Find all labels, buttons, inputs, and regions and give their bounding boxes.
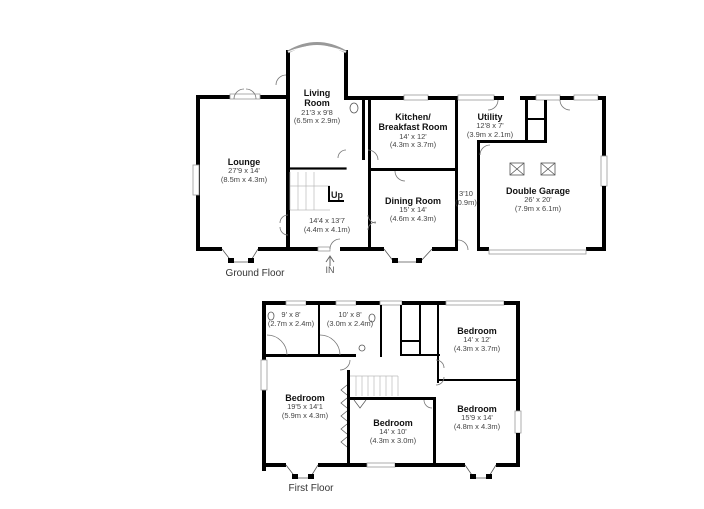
room-dimension-metric: (5.9m x 4.3m) bbox=[281, 410, 329, 420]
corridor-dimension-imperial: 3'10 bbox=[459, 189, 473, 198]
room-name: Bedroom bbox=[285, 393, 325, 403]
room-name: Utility bbox=[477, 112, 503, 122]
room-dimension-imperial: 10' x 8' bbox=[338, 310, 362, 319]
room-dimension-metric: (3.0m x 2.4m) bbox=[326, 318, 374, 328]
room-name: Bedroom bbox=[457, 404, 497, 414]
room-dimension-imperial: 9' x 8' bbox=[281, 310, 301, 319]
room-dimension-imperial: 14' x 12' bbox=[463, 335, 491, 345]
room-dimension-imperial: 14' x 10' bbox=[379, 427, 407, 437]
room-name: Living bbox=[303, 88, 331, 98]
first-floor-walls bbox=[260, 300, 522, 479]
room-name: Lounge bbox=[227, 157, 261, 167]
room-dimension-imperial: 26' x 20' bbox=[524, 195, 552, 205]
room-label-bedroom-southeast: Bedroom 15'9 x 14' (4.8m x 4.3m) bbox=[454, 404, 500, 432]
room-dimension-metric: (4.6m x 4.3m) bbox=[389, 213, 437, 223]
room-label-bathroom-1: 9' x 8' (2.7m x 2.4m) bbox=[267, 310, 315, 328]
room-dimension-imperial: 12'8 x 7' bbox=[476, 121, 504, 131]
room-dimension-metric: (4.3m x 3.0m) bbox=[369, 435, 417, 445]
room-label-dining-room: Dining Room 15' x 14' (4.6m x 4.3m) bbox=[385, 196, 441, 224]
room-dimension-imperial: 14' x 12' bbox=[399, 131, 427, 141]
ground-floor-title: Ground Floor bbox=[225, 268, 285, 279]
room-dimension-imperial: 15' x 14' bbox=[399, 205, 427, 215]
entrance-label: IN bbox=[325, 265, 335, 275]
room-dimension-metric: (2.7m x 2.4m) bbox=[267, 318, 315, 328]
room-dimension-metric: (4.8m x 4.3m) bbox=[453, 421, 501, 431]
room-dimension-imperial: 21'3 x 9'8 bbox=[301, 107, 333, 117]
room-label-lounge: Lounge 27'9 x 14' (8.5m x 4.3m) bbox=[221, 157, 267, 185]
room-name: Bedroom bbox=[457, 326, 497, 336]
first-floor-title: First Floor bbox=[288, 483, 334, 494]
room-dimension-imperial: 14'4 x 13'7 bbox=[309, 216, 345, 225]
corridor-dimension-metric: (0.9m) bbox=[455, 197, 477, 207]
room-dimension-imperial: 15'9 x 14' bbox=[461, 413, 493, 423]
room-label-bedroom-west: Bedroom 19'5 x 14'1 (5.9m x 4.3m) bbox=[282, 393, 328, 421]
room-dimension-metric: (4.3m x 3.7m) bbox=[389, 140, 437, 150]
room-label-double-garage: Double Garage 26' x 20' (7.9m x 6.1m) bbox=[506, 186, 570, 214]
room-label-hall: 14'4 x 13'7 (4.4m x 4.1m) bbox=[303, 216, 351, 234]
ground-floor-walls bbox=[192, 42, 608, 266]
room-label-bedroom-center: Bedroom 14' x 10' (4.3m x 3.0m) bbox=[370, 418, 416, 446]
room-dimension-metric: (6.5m x 2.9m) bbox=[293, 116, 341, 126]
room-name: Dining Room bbox=[385, 196, 441, 206]
room-label-kitchen: Kitchen/ Breakfast Room 14' x 12' (4.3m … bbox=[378, 112, 447, 150]
room-name: Breakfast Room bbox=[378, 122, 448, 133]
room-name: Kitchen/ bbox=[395, 112, 431, 122]
room-label-bedroom-northeast: Bedroom 14' x 12' (4.3m x 3.7m) bbox=[454, 326, 500, 354]
room-dimension-metric: (4.4m x 4.1m) bbox=[303, 224, 351, 234]
room-name: Room bbox=[304, 98, 330, 109]
room-dimension-metric: (3.9m x 2.1m) bbox=[466, 129, 514, 139]
room-label-bathroom-2: 10' x 8' (3.0m x 2.4m) bbox=[326, 310, 374, 328]
room-dimension-imperial: 19'5 x 14'1 bbox=[287, 402, 323, 412]
room-dimension-metric: (8.5m x 4.3m) bbox=[220, 174, 268, 184]
corridor-dimension-label: 3'10 (0.9m) bbox=[455, 189, 477, 207]
room-label-utility: Utility 12'8 x 7' (3.9m x 2.1m) bbox=[467, 112, 513, 140]
room-dimension-metric: (7.9m x 6.1m) bbox=[514, 203, 562, 213]
room-dimension-metric: (4.3m x 3.7m) bbox=[453, 343, 501, 353]
room-name: Double Garage bbox=[505, 186, 571, 196]
room-label-living-room: Living Room 21'3 x 9'8 (6.5m x 2.9m) bbox=[294, 88, 340, 126]
room-name: Bedroom bbox=[373, 418, 413, 428]
room-dimension-imperial: 27'9 x 14' bbox=[228, 166, 260, 176]
stairs-up-label: Up bbox=[331, 190, 343, 200]
